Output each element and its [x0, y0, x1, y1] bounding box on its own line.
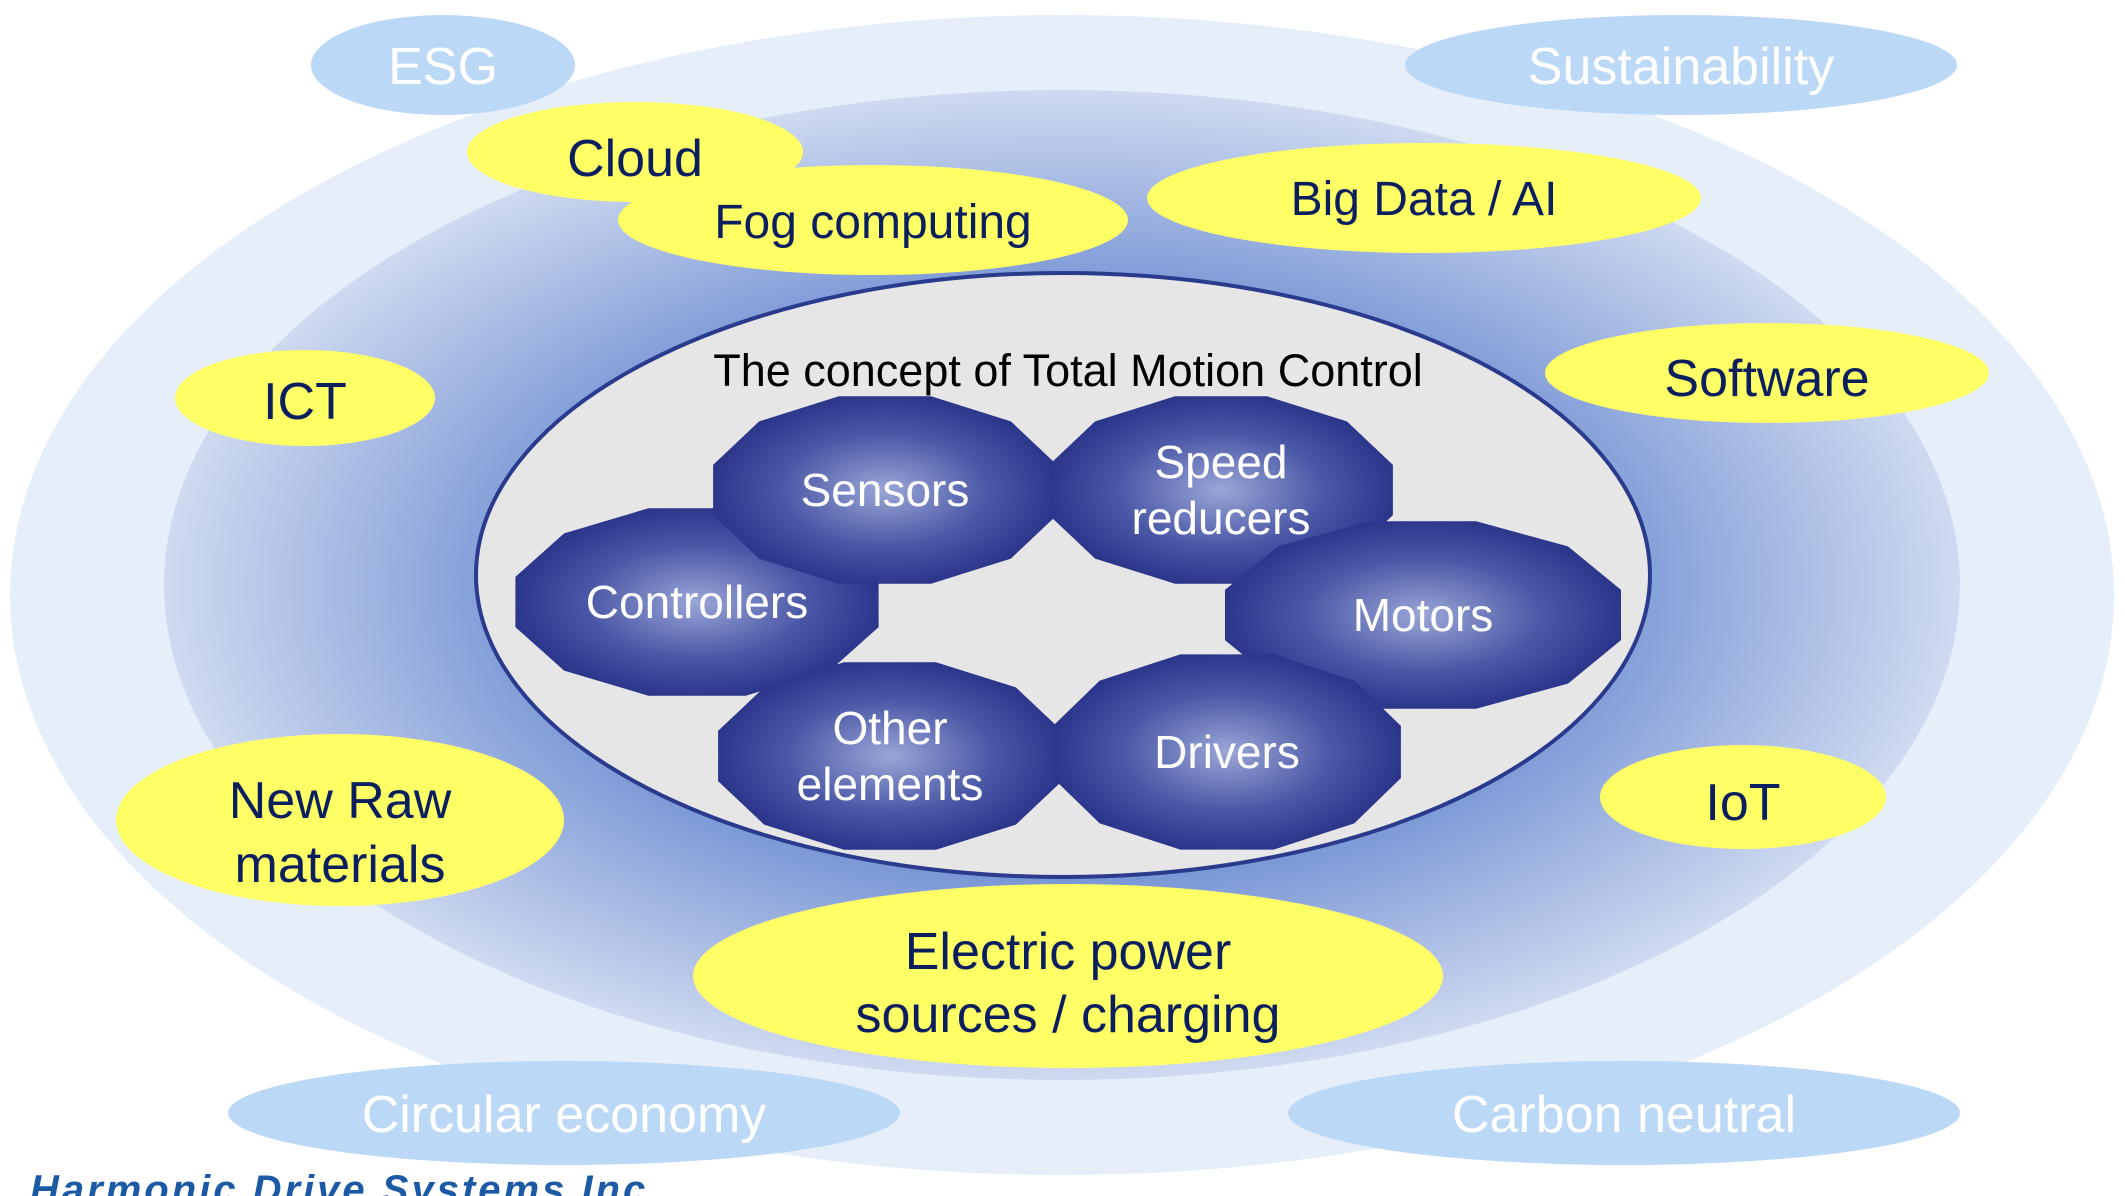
- software-bubble: Software: [1545, 323, 1989, 423]
- sensors-element: Sensors: [713, 396, 1057, 584]
- carbon-neutral-bubble: Carbon neutral: [1288, 1061, 1960, 1165]
- cloud-label: Cloud: [567, 130, 703, 188]
- esg-label: ESG: [388, 38, 498, 96]
- drivers-shape: [1053, 654, 1401, 850]
- new-raw-materials-line-2: materials: [235, 836, 446, 894]
- new-raw-materials-bubble: New Raw materials: [116, 734, 564, 906]
- iot-label: IoT: [1705, 774, 1780, 832]
- electric-power-bubble: Electric power sources / charging: [693, 884, 1443, 1068]
- software-label: Software: [1664, 350, 1869, 408]
- big-data-ai-bubble: Big Data / AI: [1147, 143, 1701, 253]
- core-title: The concept of Total Motion Control: [713, 345, 1423, 396]
- electric-power-line-1: Electric power: [905, 923, 1232, 981]
- sustainability-label: Sustainability: [1528, 38, 1834, 96]
- fog-computing-label: Fog computing: [714, 196, 1032, 249]
- circular-economy-bubble: Circular economy: [228, 1061, 900, 1165]
- company-logo-text: Harmonic Drive Systems Inc.: [30, 1170, 663, 1196]
- new-raw-materials-line-1: New Raw: [229, 772, 452, 830]
- other-elements-label-line-2: elements: [797, 758, 984, 810]
- company-logo: Harmonic Drive Systems Inc.: [30, 1170, 662, 1196]
- speed-reducers-label-line-1: Speed: [1154, 436, 1287, 488]
- controllers-label-line-1: Controllers: [586, 576, 808, 628]
- drivers-element: Drivers: [1053, 654, 1401, 850]
- ict-bubble: ICT: [175, 350, 435, 446]
- sustainability-bubble: Sustainability: [1405, 15, 1957, 115]
- electric-power-line-2: sources / charging: [856, 986, 1281, 1044]
- carbon-neutral-label: Carbon neutral: [1452, 1086, 1796, 1144]
- circular-economy-label: Circular economy: [362, 1086, 767, 1144]
- ict-label: ICT: [263, 373, 347, 431]
- fog-computing-bubble: Fog computing: [618, 165, 1128, 275]
- motors-element: Motors: [1225, 521, 1621, 709]
- motors-shape: [1225, 521, 1621, 709]
- big-data-ai-label: Big Data / AI: [1291, 173, 1558, 226]
- esg-bubble: ESG: [311, 15, 575, 115]
- motors-label-line-1: Motors: [1353, 589, 1494, 641]
- motion-elements-group: ControllersSensorsSpeedreducersMotorsOth…: [515, 396, 1621, 850]
- sensors-label-line-1: Sensors: [801, 464, 970, 516]
- sensors-shape: [713, 396, 1057, 584]
- other-elements-label-line-1: Other: [832, 702, 947, 754]
- other-elements-shape: [718, 662, 1062, 850]
- speed-reducers-shape: [1049, 396, 1393, 584]
- drivers-label-line-1: Drivers: [1154, 726, 1300, 778]
- iot-bubble: IoT: [1600, 745, 1886, 849]
- speed-reducers-label-line-2: reducers: [1132, 492, 1311, 544]
